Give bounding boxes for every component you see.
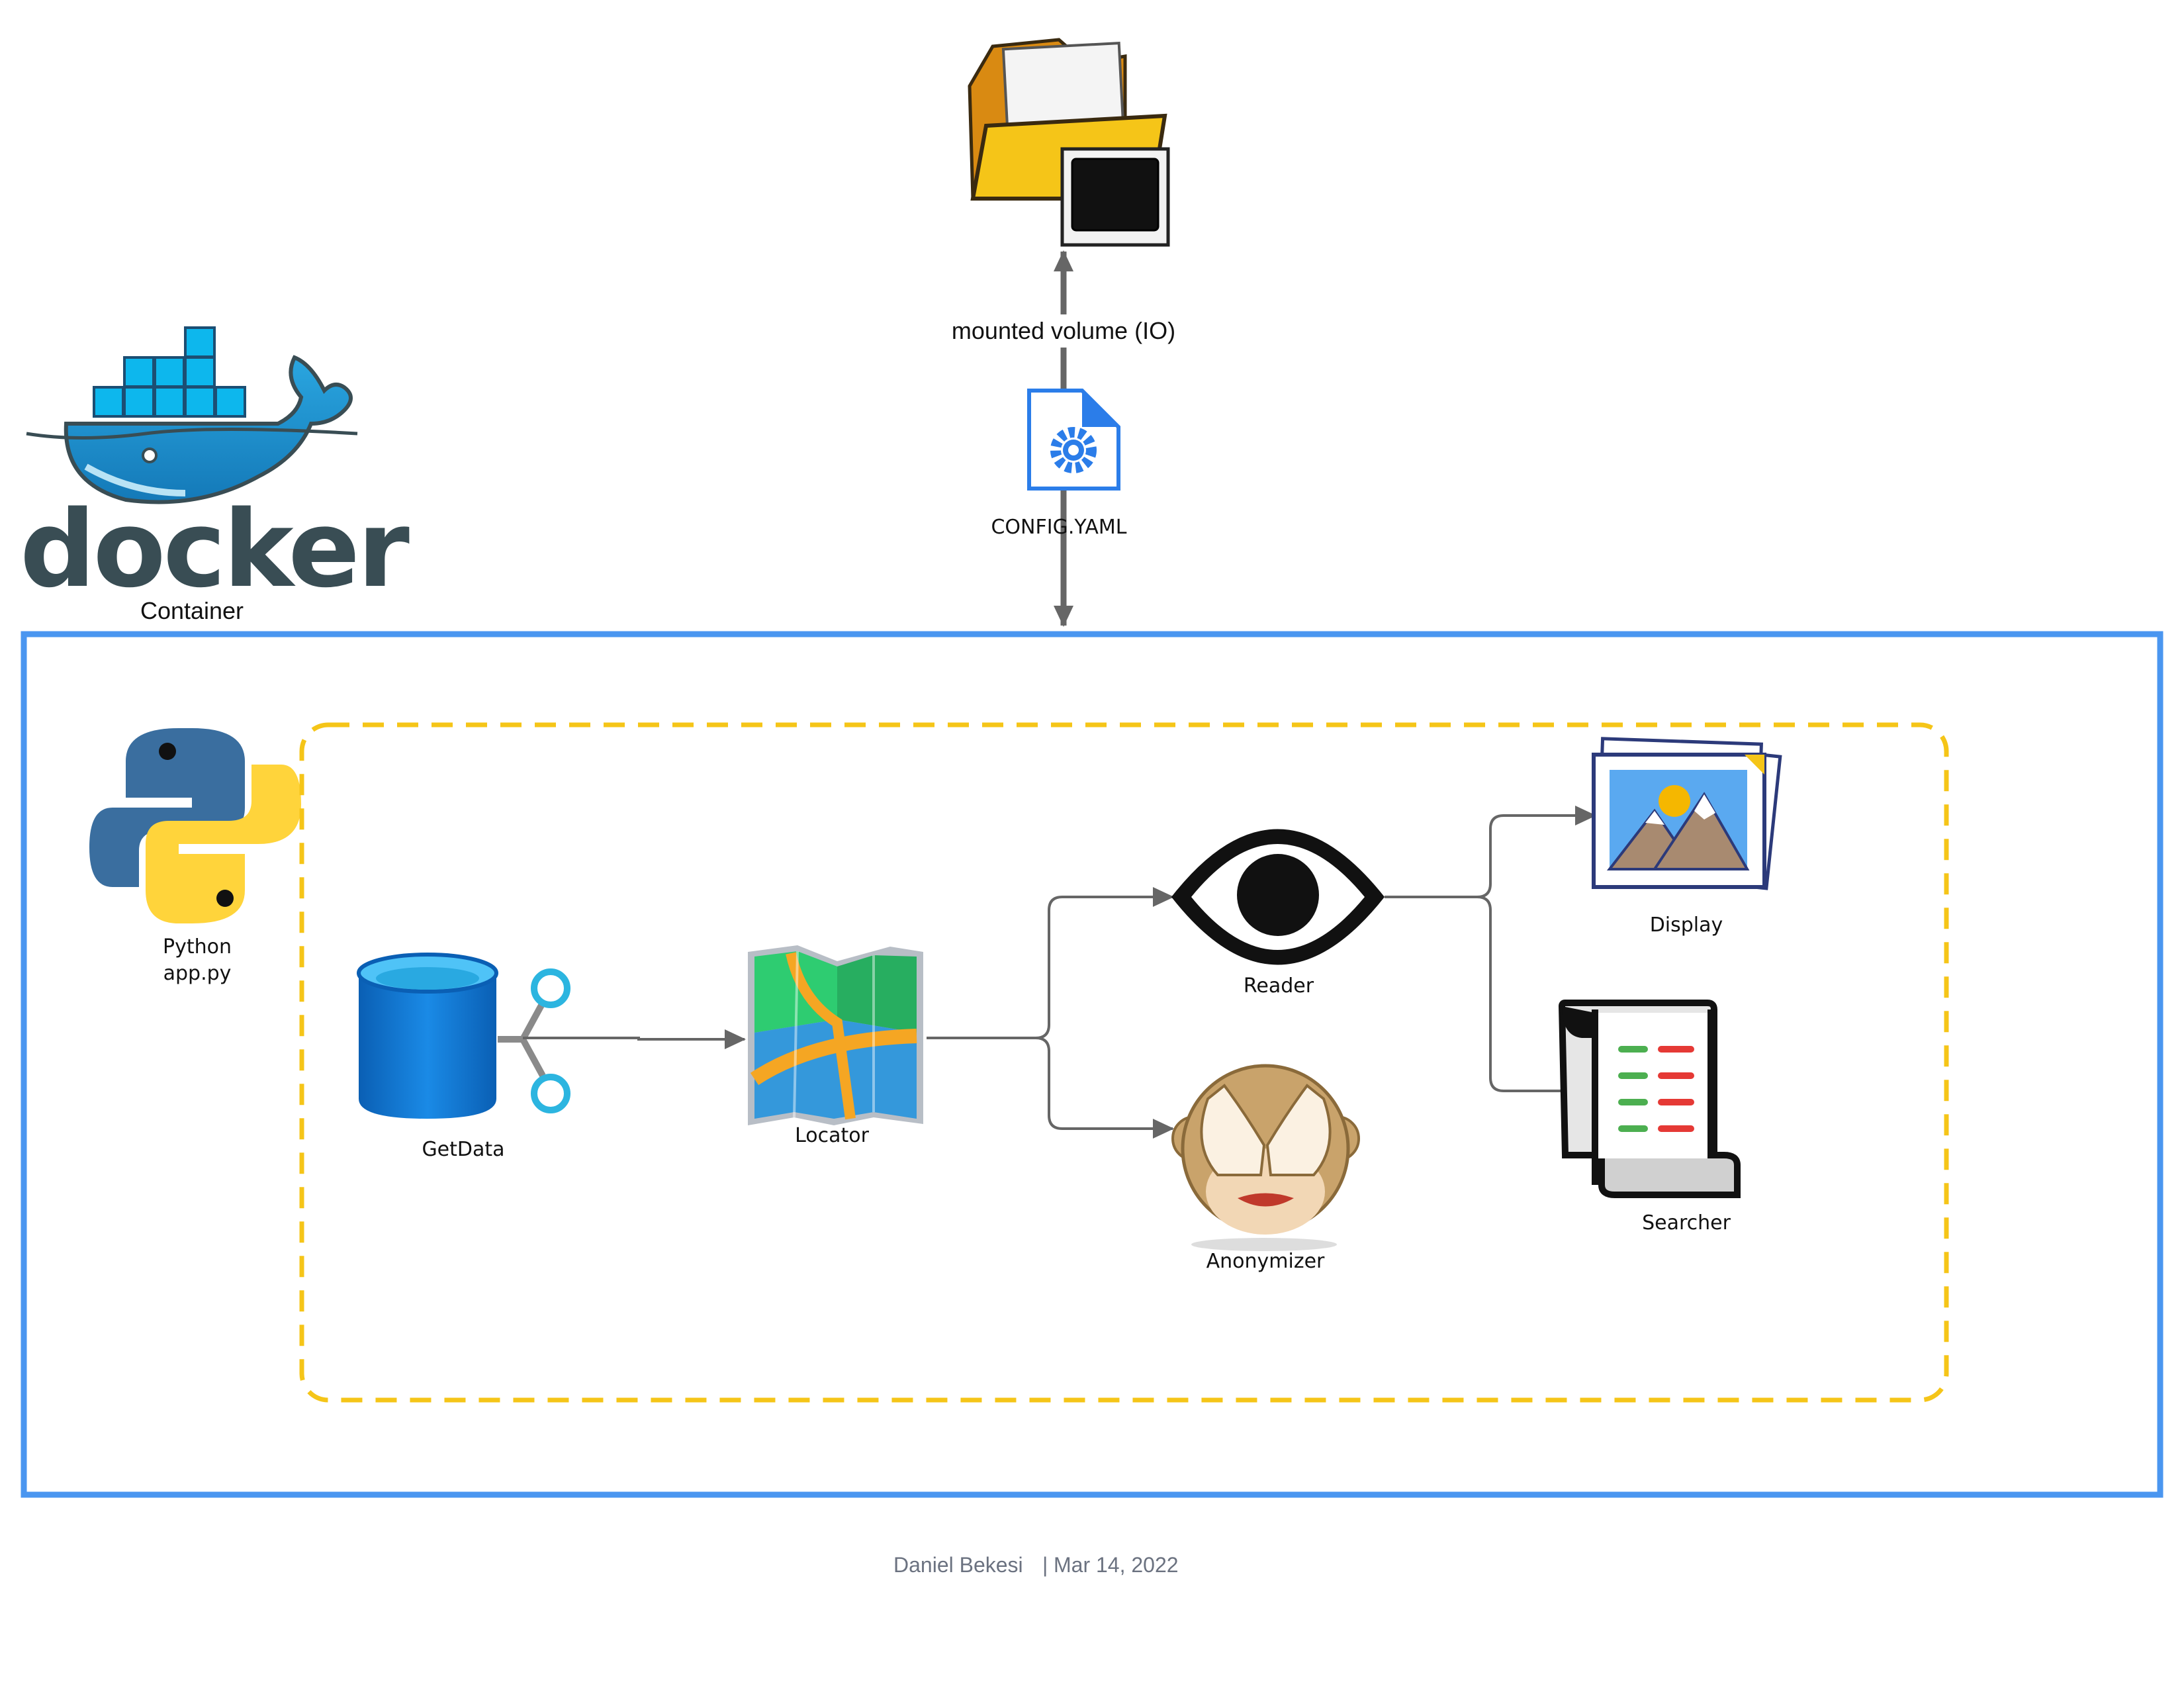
docker-container-box bbox=[21, 631, 2163, 1498]
volume-label: mounted volume (IO) bbox=[952, 317, 1175, 344]
anonymizer-label: Anonymizer bbox=[1206, 1250, 1325, 1273]
footer-separator: | bbox=[1042, 1553, 1048, 1577]
folder-icon bbox=[968, 38, 1170, 247]
map-icon bbox=[748, 945, 923, 1125]
searcher-label: Searcher bbox=[1642, 1211, 1731, 1235]
getdata-label: GetData bbox=[422, 1138, 504, 1161]
edge-locator-reader bbox=[927, 887, 1174, 1039]
python-file-label: app.py bbox=[163, 962, 232, 985]
edge-reader-display bbox=[1385, 806, 1596, 898]
image-gallery-icon bbox=[1592, 737, 1782, 890]
fork-icon bbox=[498, 1001, 546, 1078]
scroll-list-icon bbox=[1558, 1000, 1741, 1198]
pipeline-group-box bbox=[299, 722, 1949, 1403]
footer-author: Daniel Bekesi bbox=[893, 1553, 1023, 1577]
python-logo-icon bbox=[89, 728, 301, 923]
python-label: Python bbox=[163, 935, 232, 959]
database-icon bbox=[357, 953, 498, 1119]
footer-date: Mar 14, 2022 bbox=[1054, 1553, 1179, 1577]
config-label: CONFIG.YAML bbox=[991, 516, 1126, 539]
docker-caption: Container bbox=[140, 597, 244, 624]
edge-locator-anonymizer bbox=[1035, 1037, 1174, 1139]
edge-getdata-locator bbox=[523, 1029, 746, 1049]
eye-icon bbox=[1171, 829, 1385, 965]
edge-reader-searcher bbox=[1477, 896, 1596, 1101]
locator-label: Locator bbox=[795, 1124, 870, 1147]
docker-wordmark: docker bbox=[20, 487, 410, 611]
display-label: Display bbox=[1650, 914, 1723, 937]
see-no-evil-monkey-icon bbox=[1171, 1064, 1360, 1251]
config-file-icon bbox=[1027, 389, 1120, 491]
reader-label: Reader bbox=[1244, 974, 1314, 998]
docker-containers-icon bbox=[93, 326, 246, 418]
docker-logo: docker Container bbox=[20, 326, 412, 624]
